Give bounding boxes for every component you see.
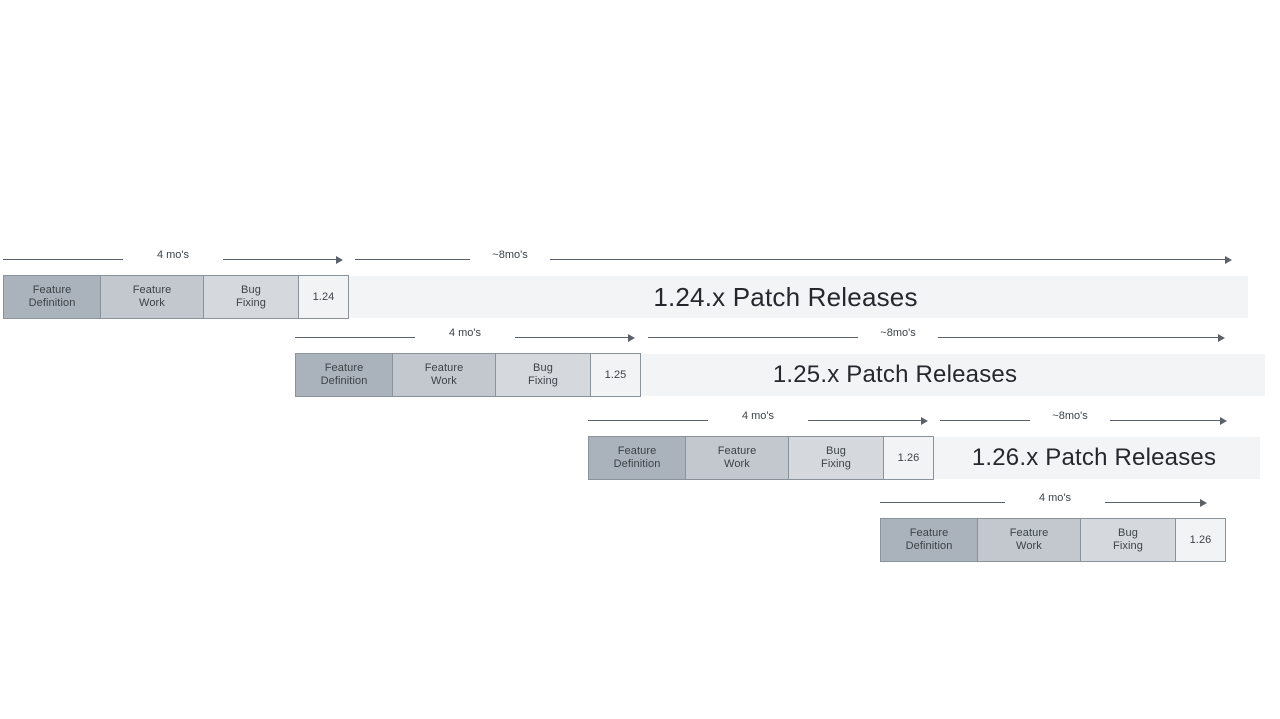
version-label: 1.26 (897, 451, 920, 464)
duration-label: 4 mo's (448, 327, 482, 339)
phase-label-line1: Feature (1009, 527, 1049, 539)
phase-label-line2: Work (1016, 540, 1042, 552)
duration-label: ~8mo's (492, 249, 528, 261)
phase-feature-definition[interactable]: Feature Definition (3, 275, 101, 319)
phase-feature-definition[interactable]: Feature Definition (295, 353, 393, 397)
phase-label-line1: Bug (533, 362, 553, 374)
phase-bug-fixing[interactable]: Bug Fixing (496, 353, 591, 397)
phase-label-line2: Fixing (236, 297, 266, 309)
phase-label-line1: Feature (424, 362, 464, 374)
duration-label: 4 mo's (1038, 492, 1072, 504)
phase-label-line1: Bug (241, 284, 261, 296)
phase-label-line2: Definition (613, 458, 661, 470)
version-badge-1-24[interactable]: 1.24 (299, 275, 349, 319)
phase-label-line1: Bug (826, 445, 846, 457)
version-label: 1.24 (312, 290, 335, 303)
duration-arrow-patch-1-25: ~8mo's (648, 327, 1225, 346)
phase-label-line2: Work (139, 297, 165, 309)
duration-arrow-dev-1-26: 4 mo's (588, 410, 928, 429)
patch-release-label: 1.24.x Patch Releases (653, 281, 918, 312)
phase-label-line2: Definition (320, 375, 368, 387)
duration-label: ~8mo's (1052, 410, 1088, 422)
phase-feature-work[interactable]: Feature Work (686, 436, 789, 480)
phase-label-line1: Bug (1118, 527, 1138, 539)
phase-group-1-25: Feature Definition Feature Work Bug Fixi… (295, 353, 641, 397)
patch-release-label: 1.26.x Patch Releases (971, 444, 1217, 471)
phase-label-line1: Feature (617, 445, 657, 457)
version-badge-1-25[interactable]: 1.25 (591, 353, 641, 397)
phase-label-line2: Fixing (821, 458, 851, 470)
duration-label: 4 mo's (156, 249, 190, 261)
phase-group-next: Feature Definition Feature Work Bug Fixi… (880, 518, 1226, 562)
duration-label: ~8mo's (880, 327, 916, 339)
version-label: 1.25 (604, 368, 627, 381)
phase-label-line2: Work (431, 375, 457, 387)
duration-arrow-dev-1-24: 4 mo's (3, 249, 343, 268)
phase-bug-fixing[interactable]: Bug Fixing (204, 275, 299, 319)
version-badge-next[interactable]: 1.26 (1176, 518, 1226, 562)
version-badge-1-26[interactable]: 1.26 (884, 436, 934, 480)
phase-label-line1: Feature (324, 362, 364, 374)
phase-label-line1: Feature (32, 284, 72, 296)
phase-group-1-26: Feature Definition Feature Work Bug Fixi… (588, 436, 934, 480)
duration-arrow-patch-1-24: ~8mo's (355, 249, 1232, 268)
phase-label-line2: Work (724, 458, 750, 470)
duration-arrow-dev-1-25: 4 mo's (295, 327, 635, 346)
duration-arrow-patch-1-26: ~8mo's (940, 410, 1230, 429)
phase-label-line1: Feature (717, 445, 757, 457)
phase-feature-work[interactable]: Feature Work (978, 518, 1081, 562)
duration-label: 4 mo's (741, 410, 775, 422)
version-label: 1.26 (1189, 533, 1212, 546)
phase-label-line2: Fixing (528, 375, 558, 387)
phase-feature-work[interactable]: Feature Work (101, 275, 204, 319)
phase-bug-fixing[interactable]: Bug Fixing (1081, 518, 1176, 562)
phase-label-line2: Definition (905, 540, 953, 552)
phase-bug-fixing[interactable]: Bug Fixing (789, 436, 884, 480)
phase-label-line1: Feature (132, 284, 172, 296)
phase-group-1-24: Feature Definition Feature Work Bug Fixi… (3, 275, 349, 319)
phase-label-line2: Fixing (1113, 540, 1143, 552)
phase-label-line1: Feature (909, 527, 949, 539)
patch-release-label: 1.25.x Patch Releases (772, 361, 1018, 388)
phase-feature-definition[interactable]: Feature Definition (588, 436, 686, 480)
phase-feature-work[interactable]: Feature Work (393, 353, 496, 397)
phase-feature-definition[interactable]: Feature Definition (880, 518, 978, 562)
phase-label-line2: Definition (28, 297, 76, 309)
